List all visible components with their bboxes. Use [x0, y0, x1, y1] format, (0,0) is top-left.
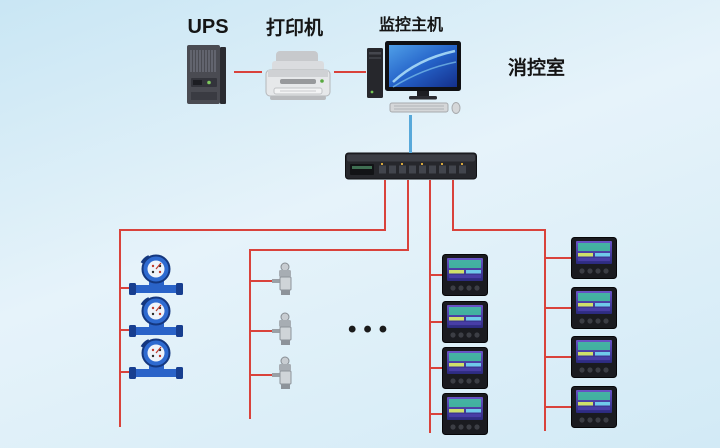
- bus-branch-3-trunk: [429, 180, 431, 433]
- water-meter-icon: [129, 338, 183, 386]
- water-meter-icon: [129, 254, 183, 302]
- water-meter-icon: [129, 296, 183, 344]
- stub-panel-meter-6: [544, 307, 576, 309]
- control-room-label: 消控室: [508, 58, 566, 79]
- monitor-host-label: 监控主机: [379, 17, 444, 34]
- pressure-sensor-icon: [272, 262, 298, 296]
- ups-label: UPS: [187, 16, 229, 38]
- stub-panel-meter-4: [429, 413, 447, 415]
- collector-drop-2: [407, 180, 409, 250]
- power-monitor-meter-icon: [442, 347, 488, 389]
- stub-panel-meter-5: [544, 257, 576, 259]
- stub-panel-meter-2: [429, 321, 447, 323]
- power-monitor-meter-icon: [571, 386, 617, 428]
- stub-panel-meter-3: [429, 367, 447, 369]
- power-monitor-meter-icon: [442, 254, 488, 296]
- power-monitor-meter-icon: [442, 301, 488, 343]
- power-monitor-meter-icon: [442, 393, 488, 435]
- bus-branch-1-trunk: [119, 229, 121, 427]
- pressure-sensor-icon: [272, 312, 298, 346]
- stub-panel-meter-1: [429, 274, 447, 276]
- collector-drop-4: [452, 180, 454, 230]
- stub-sensor-3: [249, 374, 275, 376]
- link-ups-printer: [234, 71, 262, 73]
- bus-branch-1-horizontal: [119, 229, 386, 231]
- bus-branch-4-horizontal: [452, 229, 546, 231]
- bus-branch-4-trunk: [544, 229, 546, 431]
- pressure-sensor-icon: [272, 356, 298, 390]
- stub-panel-meter-8: [544, 406, 576, 408]
- link-printer-host: [334, 71, 366, 73]
- monitoring-computer-icon: [366, 40, 462, 114]
- laser-printer-icon: [262, 48, 334, 106]
- ups-tower-icon: [178, 44, 234, 106]
- power-monitor-meter-icon: [571, 237, 617, 279]
- stub-sensor-2: [249, 330, 275, 332]
- bus-branch-2-horizontal: [249, 249, 409, 251]
- uplink-host-collector: [409, 115, 412, 153]
- collector-drop-1: [384, 180, 386, 230]
- stub-sensor-1: [249, 280, 275, 282]
- power-monitor-meter-icon: [571, 336, 617, 378]
- bus-branch-2-trunk: [249, 249, 251, 419]
- data-collector-switch-icon: [345, 152, 477, 180]
- power-monitor-meter-icon: [571, 287, 617, 329]
- printer-label: 打印机: [266, 18, 324, 39]
- ellipsis-label: •••: [348, 316, 395, 343]
- stub-panel-meter-7: [544, 356, 576, 358]
